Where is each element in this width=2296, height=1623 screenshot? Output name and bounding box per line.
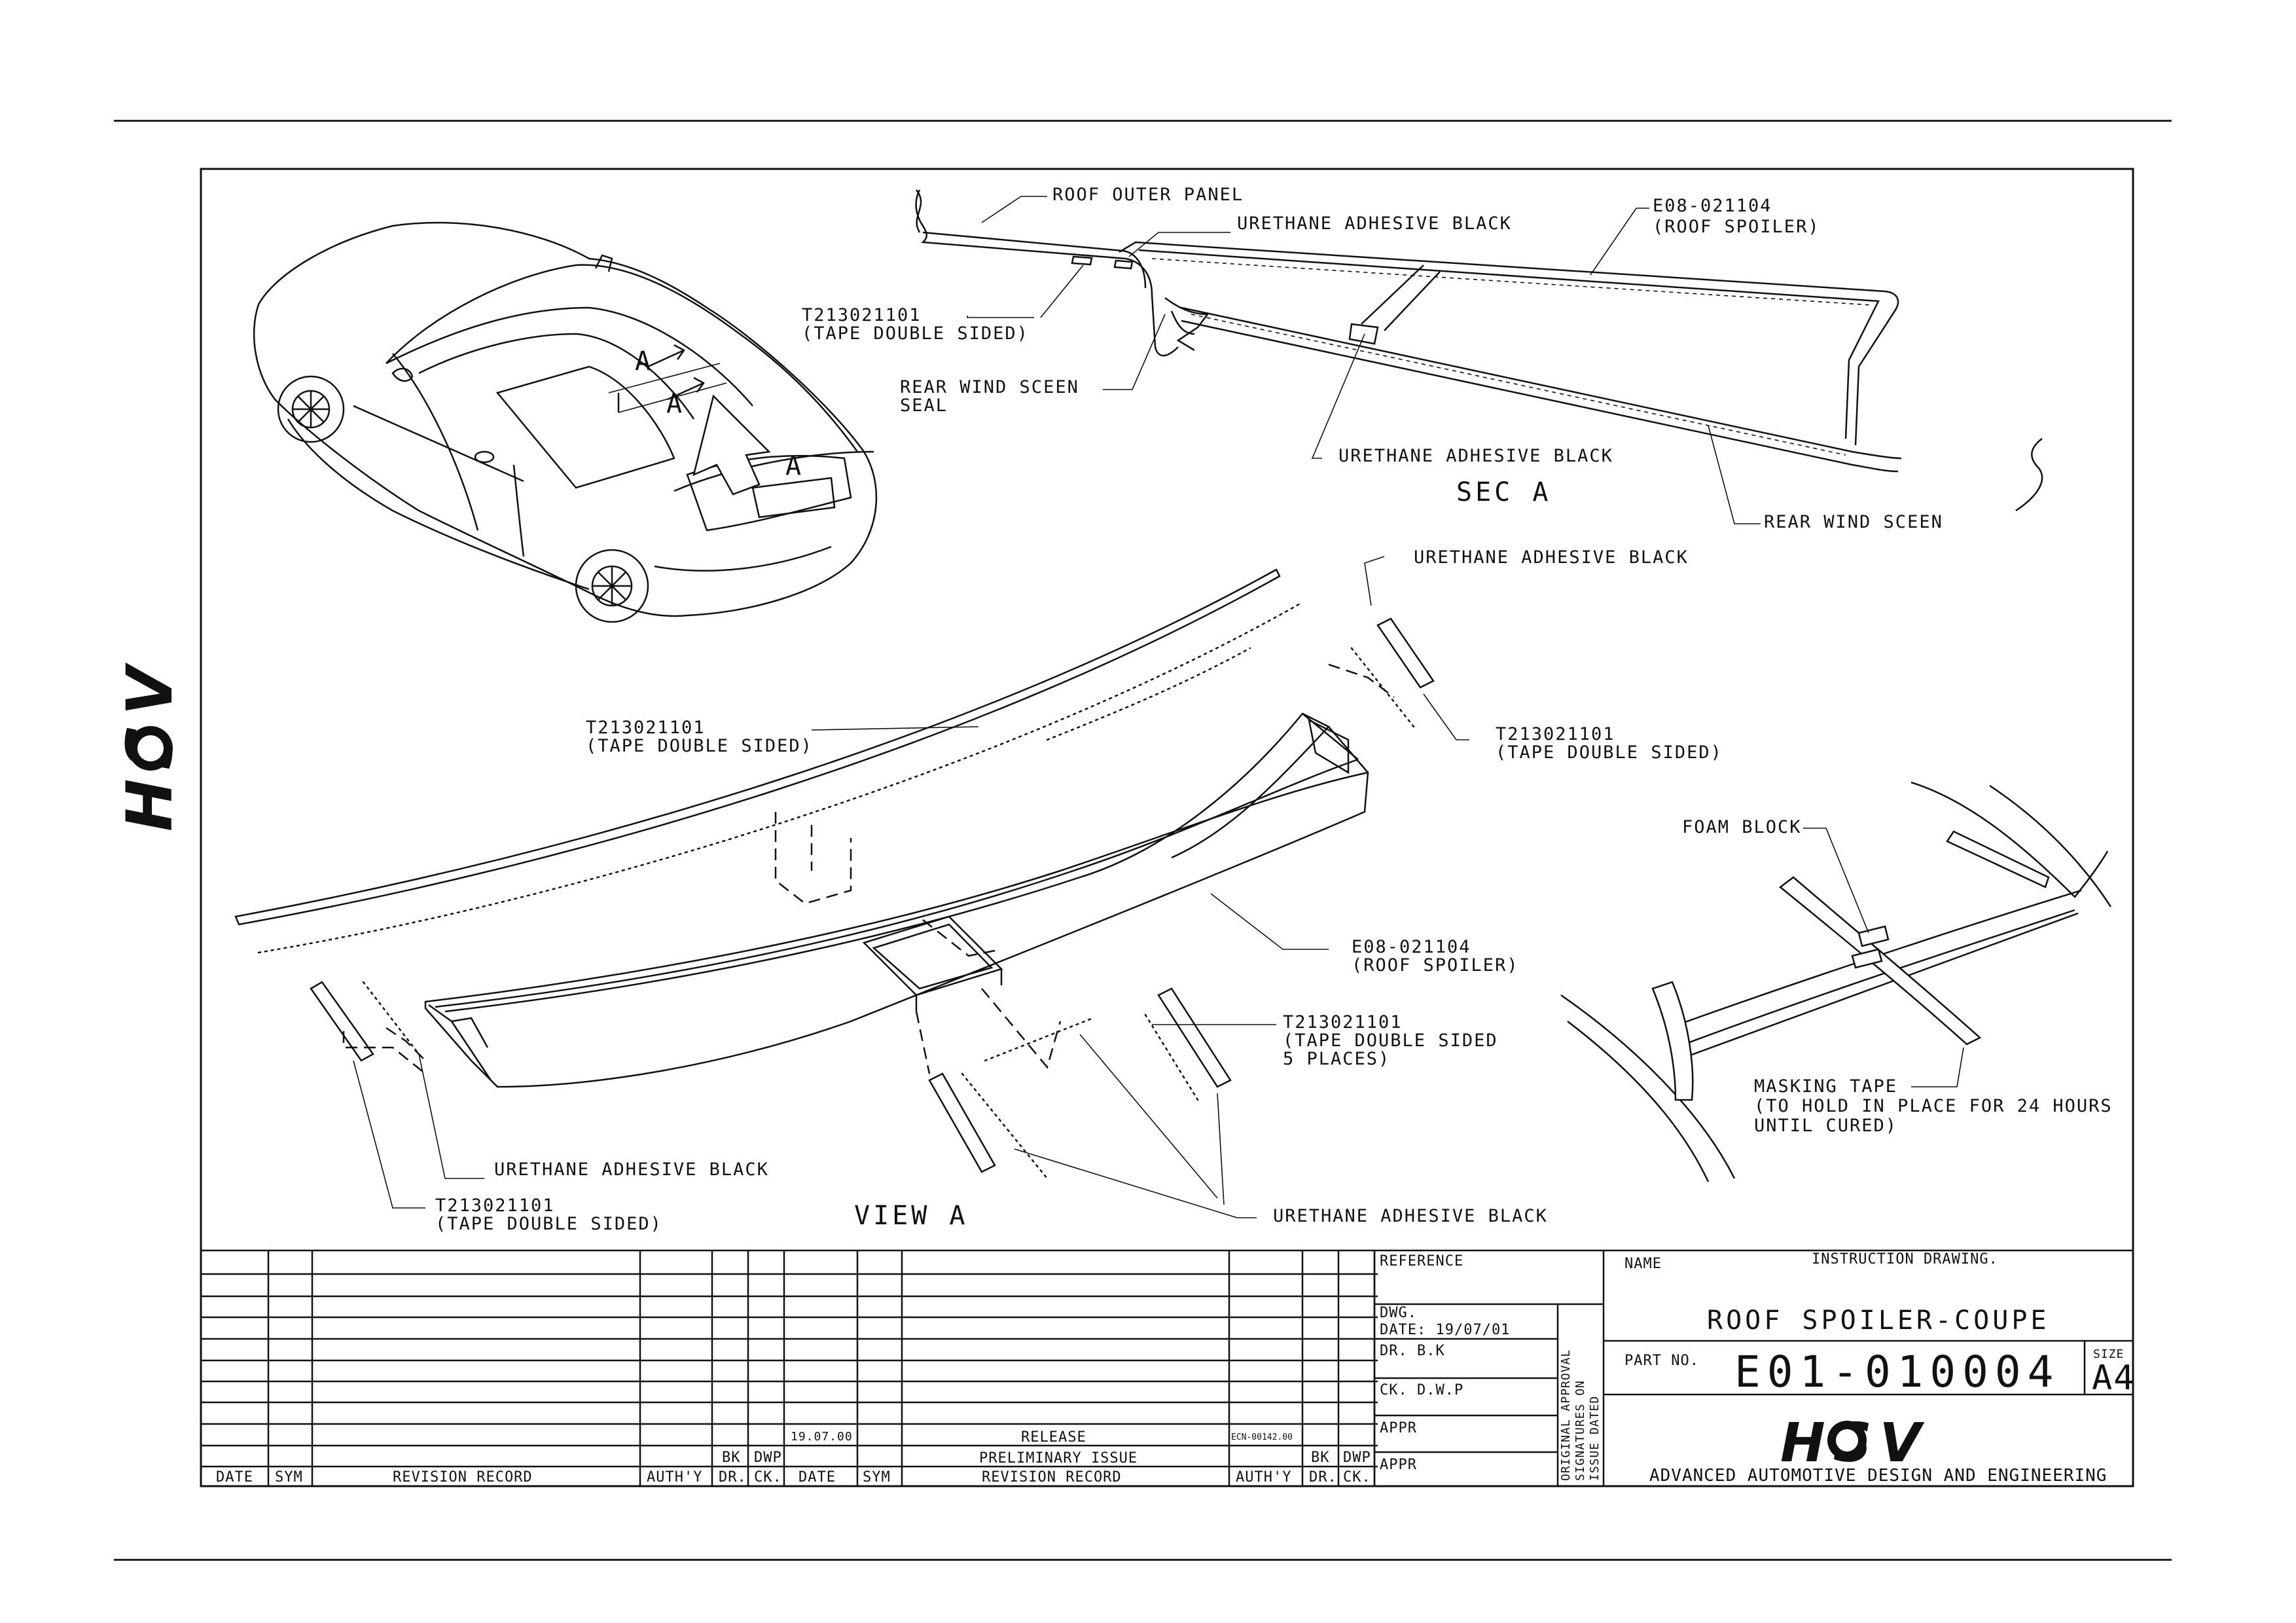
label-roof-outer-panel: ROOF OUTER PANEL	[1052, 185, 1244, 205]
rev-header-sym-left: SYM	[275, 1469, 303, 1486]
tb-appr2: APPR	[1380, 1457, 1417, 1473]
label-tape-view-left-line1: T213021101	[586, 718, 706, 738]
rev-row1-auth: ECN-00142.00	[1231, 1432, 1293, 1442]
tb-drawing-name: ROOF SPOILER-COUPE	[1707, 1305, 2049, 1336]
tb-part-no: E01-010004	[1734, 1347, 2060, 1397]
title-block	[1373, 1250, 2133, 1486]
label-tape5-line3: 5 PLACES)	[1283, 1049, 1390, 1069]
section-a-drawing	[915, 189, 2043, 512]
revision-table	[201, 1249, 2133, 1486]
label-e08-sec-line2: (ROOF SPOILER)	[1653, 217, 1820, 237]
tb-name-label: NAME	[1624, 1256, 1662, 1272]
section-a-leaders	[967, 196, 1761, 524]
label-tape-view-left-line2: (TAPE DOUBLE SIDED)	[586, 736, 813, 756]
rev-header-dr-right: DR.	[1309, 1469, 1337, 1486]
label-foam-block: FOAM BLOCK	[1682, 817, 1802, 837]
car-markers: A A A	[635, 344, 804, 496]
tb-drawing-type: INSTRUCTION DRAWING.	[1812, 1251, 1998, 1267]
label-tape-sec-line1: T213021101	[802, 305, 922, 325]
tb-reference: REFERENCE	[1380, 1253, 1463, 1269]
tb-hsv-logo: HSV	[1780, 1412, 1921, 1474]
tb-part-no-label: PART NO.	[1624, 1353, 1699, 1369]
label-urethane-view-bottom: URETHANE ADHESIVE BLACK	[1273, 1206, 1548, 1226]
tb-vertical-line3: ISSUE DATED	[1588, 1396, 1602, 1481]
label-tape5-line1: T213021101	[1283, 1012, 1403, 1032]
label-tape5-line2: (TAPE DOUBLE SIDED	[1283, 1030, 1498, 1051]
marker-arrow-mid	[667, 376, 705, 401]
tb-dr: DR. B.K	[1380, 1343, 1445, 1359]
rev-header-dr-left: DR.	[719, 1469, 747, 1486]
detail-leaders	[1803, 828, 1964, 1087]
view-a-big-arrow	[692, 394, 771, 496]
rev-row2-dr: BK	[1311, 1450, 1330, 1466]
view-a-labels: URETHANE ADHESIVE BLACK T213021101 (TAPE…	[435, 547, 1723, 1234]
rev-left-last-dr: BK	[722, 1450, 741, 1466]
rev-header-ck-left: CK.	[754, 1469, 782, 1486]
rev-row2-ck: DWP	[1343, 1450, 1371, 1466]
tb-company: ADVANCED AUTOMOTIVE DESIGN AND ENGINEERI…	[1649, 1466, 2107, 1486]
top-rule	[114, 120, 2172, 122]
view-a-leaders	[353, 556, 1469, 1218]
label-spoiler-view-line1: E08-021104	[1352, 937, 1471, 957]
detail-labels: FOAM BLOCK MASKING TAPE (TO HOLD IN PLAC…	[1682, 817, 2113, 1136]
tb-vertical-line2: SIGNATURES ON	[1573, 1380, 1587, 1481]
label-tape-view-right-line1: T213021101	[1496, 724, 1615, 744]
tb-vertical-line1: ORIGINAL APPROVAL	[1559, 1349, 1573, 1481]
revision-headers: DATE SYM REVISION RECORD AUTH'Y DR. CK. …	[216, 1450, 1371, 1486]
marker-arrow-top	[647, 344, 685, 368]
side-hsv-logo: HSV	[113, 657, 187, 831]
marker-a-mid: A	[666, 389, 685, 419]
label-seal-line1: REAR WIND SCEEN	[900, 377, 1079, 397]
revision-rows: 19.07.00 RELEASE ECN-00142.00 PRELIMINAR…	[791, 1429, 1371, 1467]
rev-header-record-left: REVISION RECORD	[393, 1469, 533, 1486]
label-tape-sec-line2: (TAPE DOUBLE SIDED)	[802, 323, 1029, 344]
rev-header-auth-right: AUTH'Y	[1236, 1469, 1291, 1486]
tb-appr1: APPR	[1380, 1420, 1417, 1436]
label-masking-line1: MASKING TAPE	[1754, 1076, 1897, 1097]
rev-header-auth-left: AUTH'Y	[647, 1469, 702, 1486]
title-block-text: REFERENCE DWG. DATE: 19/07/01 DR. B.K CK…	[1380, 1251, 2136, 1486]
tb-dwg: DWG.	[1380, 1305, 1417, 1321]
tb-size-label: SIZE	[2093, 1347, 2124, 1361]
tb-date: DATE: 19/07/01	[1380, 1322, 1510, 1338]
label-urethane-view-lower-left: URETHANE ADHESIVE BLACK	[494, 1159, 769, 1180]
rev-header-date-left: DATE	[216, 1469, 253, 1486]
car-isometric	[253, 221, 878, 623]
label-tape-view-bottom-line1: T213021101	[435, 1195, 555, 1216]
label-urethane-sec-top: URETHANE ADHESIVE BLACK	[1237, 213, 1512, 234]
rev-header-date-right: DATE	[798, 1469, 836, 1486]
rev-row2-record: PRELIMINARY ISSUE	[979, 1450, 1138, 1467]
tb-ck: CK. D.W.P	[1380, 1382, 1463, 1398]
label-urethane-view-top: URETHANE ADHESIVE BLACK	[1414, 547, 1689, 568]
label-seal-line2: SEAL	[900, 395, 948, 416]
drawing-frame	[200, 168, 2134, 1487]
side-logo-badge-inner	[137, 735, 164, 761]
section-a-title: SEC A	[1456, 477, 1551, 507]
label-rear-wind-sceen: REAR WIND SCEEN	[1764, 512, 1943, 532]
section-a-labels: ROOF OUTER PANEL URETHANE ADHESIVE BLACK…	[802, 185, 1943, 532]
label-masking-line3: UNTIL CURED)	[1754, 1116, 1897, 1136]
rev-left-last-ck: DWP	[754, 1450, 782, 1466]
rev-header-ck-right: CK.	[1343, 1469, 1371, 1486]
label-spoiler-view-line2: (ROOF SPOILER)	[1352, 955, 1519, 976]
label-urethane-sec-bottom: URETHANE ADHESIVE BLACK	[1338, 446, 1613, 466]
rev-header-record-right: REVISION RECORD	[982, 1469, 1122, 1486]
marker-a-top: A	[635, 346, 654, 376]
tb-size: A4	[2092, 1359, 2136, 1398]
rev-header-sym-right: SYM	[863, 1469, 891, 1486]
label-masking-line2: (TO HOLD IN PLACE FOR 24 HOURS	[1754, 1096, 2113, 1116]
label-tape-view-bottom-line2: (TAPE DOUBLE SIDED)	[435, 1214, 662, 1234]
rev-row1-date: 19.07.00	[791, 1430, 853, 1444]
view-a-title: VIEW A	[854, 1201, 969, 1231]
label-tape-view-right-line2: (TAPE DOUBLE SIDED)	[1496, 742, 1723, 763]
view-a-drawing	[234, 568, 1435, 1180]
rev-row1-record: RELEASE	[1021, 1429, 1086, 1446]
detail-drawing	[1560, 781, 2112, 1182]
bottom-rule	[114, 1559, 2172, 1561]
marker-a-arrow: A	[785, 451, 804, 481]
label-e08-sec-line1: E08-021104	[1653, 196, 1772, 216]
